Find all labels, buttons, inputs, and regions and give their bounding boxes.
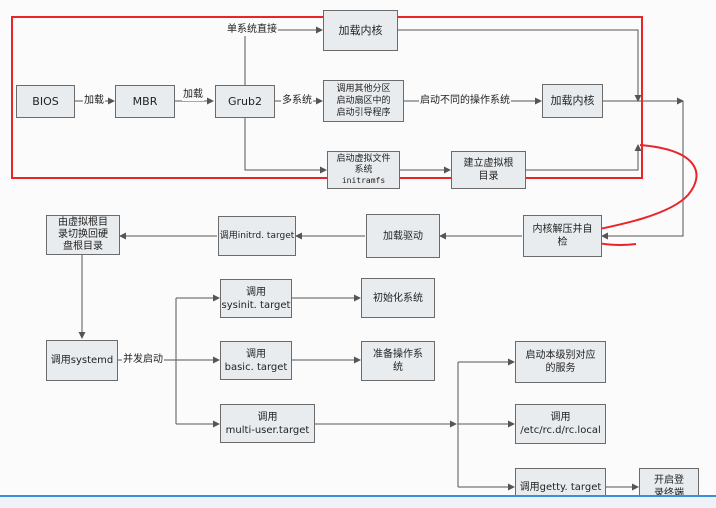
- edge-grub-kernel-top: [244, 26, 323, 85]
- edge-label-boot-other-os: 启动不同的操作系统: [419, 95, 511, 107]
- sysinit-target-box: 调用 sysinit. target: [220, 279, 292, 318]
- kernel-load-mid-box: 加载内核: [542, 84, 603, 118]
- initramfs-label: 启动虚拟文件 系统: [336, 154, 391, 175]
- initramfs-box: 启动虚拟文件 系统 initramfs: [327, 151, 400, 189]
- virtual-root-box: 建立虚拟根 目录: [451, 151, 526, 189]
- basic-target-box: 调用 basic. target: [220, 341, 292, 380]
- prepare-os-box: 准备操作系 统: [361, 341, 435, 381]
- runlevel-services-box: 启动本级别对应 的服务: [515, 341, 606, 383]
- edge-label-single-system: 单系统直接: [226, 24, 278, 36]
- load-driver-box: 加载驱动: [366, 214, 440, 258]
- edge-right-decompress: [601, 101, 684, 240]
- edge-grub-initramfs: [244, 118, 327, 174]
- edge-label-concurrent-start: 并发启动: [122, 354, 164, 366]
- edge-label-mbr-grub: 加载: [182, 89, 204, 101]
- initramfs-sublabel: initramfs: [341, 176, 386, 185]
- bios-box: BIOS: [16, 85, 75, 118]
- edge-kernel-top-right: [398, 29, 642, 102]
- switch-root-box: 由虚拟根目 录切换回硬 盘根目录: [46, 215, 120, 255]
- bottom-scrollbar[interactable]: [0, 495, 716, 508]
- mbr-box: MBR: [115, 85, 175, 118]
- kernel-decompress-box: 内核解压并自 检: [523, 215, 602, 257]
- edge-root-right: [526, 144, 642, 171]
- edge-label-bios-mbr: 加载: [83, 95, 105, 107]
- systemd-box: 调用systemd: [46, 340, 118, 381]
- kernel-load-top-box: 加载内核: [323, 10, 398, 51]
- chainload-box: 调用其他分区 启动扇区中的 启动引导程序: [323, 80, 404, 122]
- edge-label-multi-system: 多系统: [281, 95, 313, 107]
- highlight-curve: [581, 144, 698, 238]
- init-system-box: 初始化系统: [361, 278, 435, 318]
- initrd-target-box: 调用initrd. target: [218, 216, 296, 256]
- rc-local-box: 调用 /etc/rc.d/rc.local: [515, 404, 606, 444]
- multiuser-target-box: 调用 multi-user.target: [220, 404, 315, 443]
- grub2-box: Grub2: [215, 85, 275, 118]
